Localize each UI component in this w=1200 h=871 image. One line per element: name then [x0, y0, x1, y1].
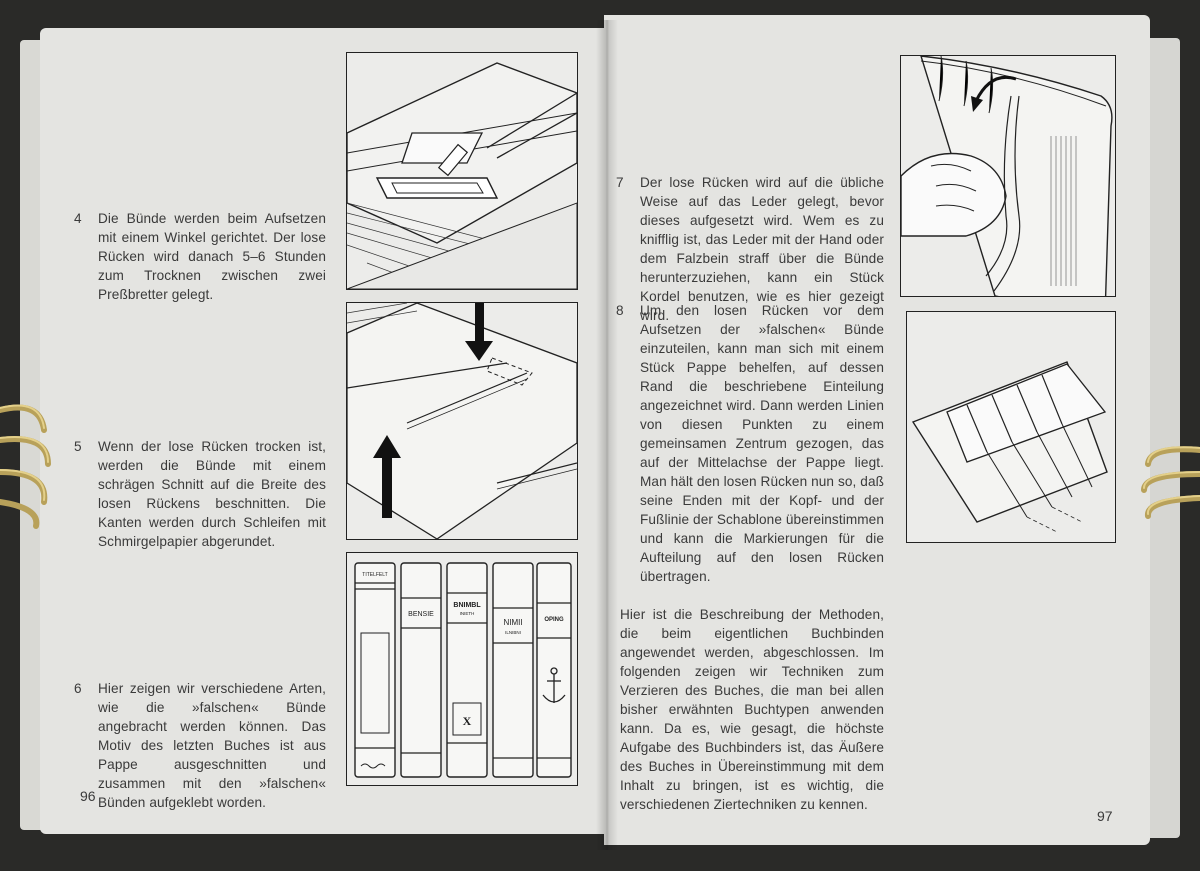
- anchor-icon: [542, 667, 566, 703]
- left-brass-clip-icon: [0, 404, 51, 529]
- step-text: Der lose Rücken wird auf die übliche Wei…: [640, 175, 884, 323]
- book-gutter: [596, 20, 618, 850]
- illustration-spines: TITELFELT BENSIE BNIMBL INIETH NIMII ILN…: [354, 562, 572, 778]
- step-4: 4 Die Bünde werden beim Aufsetzen mit ei…: [74, 209, 326, 304]
- left-page: 4 Die Bünde werden beim Aufsetzen mit ei…: [40, 28, 608, 834]
- closing-text: Hier ist die Beschreibung der Methoden, …: [620, 607, 884, 812]
- step-6: 6 Hier zeigen wir verschiedene Arten, wi…: [74, 679, 326, 812]
- illustration-squaring: [347, 62, 577, 289]
- step-text: Hier zeigen wir verschiedene Arten, wie …: [98, 681, 326, 810]
- step-text: Wenn der lose Rücken trocken ist, werden…: [98, 439, 326, 549]
- figure-false-bands-spines: TITELFELT BENSIE BNIMBL INIETH NIMII ILN…: [346, 552, 578, 786]
- figure-template-division: [906, 311, 1116, 543]
- spine-label-4: NIMII: [503, 618, 522, 627]
- step-text: Die Bünde werden beim Aufsetzen mit eine…: [98, 211, 326, 302]
- spine-sublabel-4: ILNIBNI: [505, 630, 521, 635]
- step-number: 5: [74, 439, 82, 454]
- step-number: 4: [74, 211, 82, 226]
- illustration-cord: [901, 56, 1113, 296]
- figure-cord-method: [900, 55, 1116, 297]
- spine-label-5: OPING: [544, 617, 564, 623]
- page-number: 96: [80, 788, 96, 804]
- step-5: 5 Wenn der lose Rücken trocken ist, werd…: [74, 437, 326, 551]
- step-number: 7: [616, 175, 624, 190]
- spine-label-1: TITELFELT: [362, 572, 387, 578]
- step-7: 7 Der lose Rücken wird auf die übliche W…: [616, 173, 884, 325]
- spine-label-3: BNIMBL: [453, 602, 481, 609]
- step-8: 8 Um den losen Rücken vor dem Aufsetzen …: [616, 301, 885, 586]
- closing-paragraph: Hier ist die Beschreibung der Methoden, …: [620, 605, 884, 814]
- figure-bevel-cut: [346, 302, 578, 540]
- right-page: 7 Der lose Rücken wird auf die übliche W…: [604, 15, 1150, 845]
- page-number: 97: [1097, 808, 1113, 824]
- figure-squaring-bands: [346, 52, 578, 290]
- step-number: 6: [74, 681, 82, 696]
- right-brass-clip-icon: [1141, 446, 1200, 519]
- spine-sublabel-3: INIETH: [460, 611, 475, 616]
- step-text: Um den losen Rücken vor dem Aufsetzen de…: [640, 303, 885, 584]
- step-number: 8: [616, 303, 624, 318]
- illustration-template: [911, 361, 1108, 533]
- spine-mark-x: X: [463, 714, 472, 728]
- spine-label-2: BENSIE: [408, 611, 434, 618]
- illustration-bevel: [347, 303, 577, 539]
